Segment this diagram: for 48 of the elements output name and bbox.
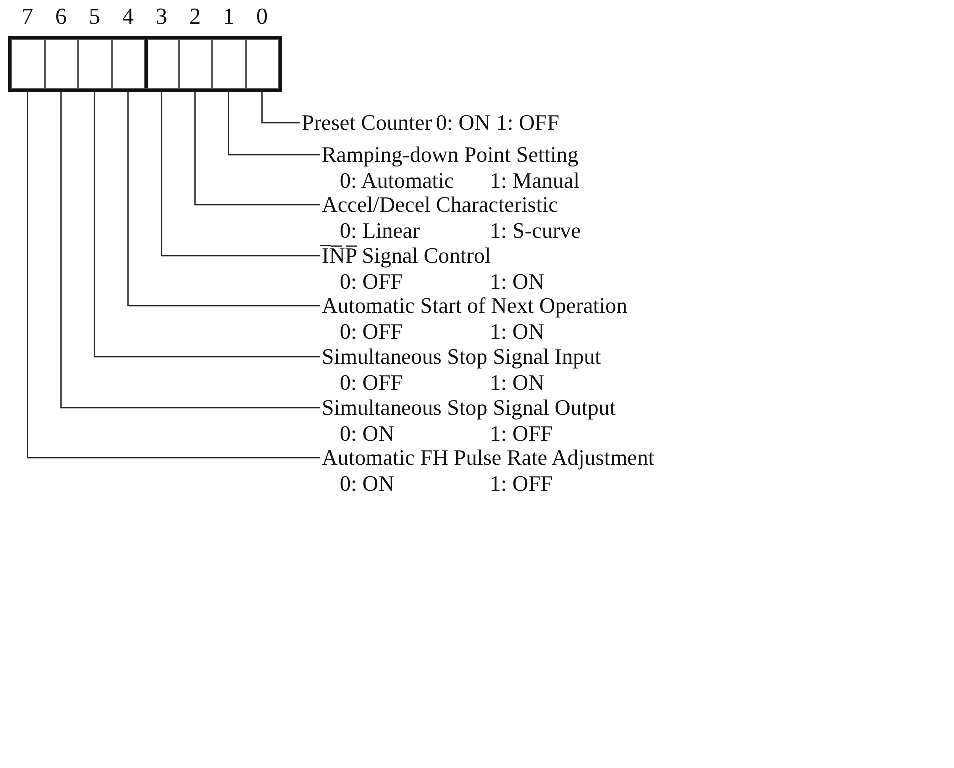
field-name: Automatic FH Pulse Rate Adjustment: [322, 445, 654, 470]
register-bit-cell: [112, 39, 145, 89]
register-bit-cell: [145, 39, 178, 89]
value-option: 1: ON: [490, 319, 544, 345]
bit-number: 2: [188, 4, 202, 30]
bit-number: 6: [54, 4, 68, 30]
value-option: 1: Manual: [490, 168, 580, 194]
field-name: Simultaneous Stop Signal Output: [322, 395, 616, 420]
leader-line: [60, 92, 320, 409]
register-bit-cell: [246, 39, 279, 89]
leader-line: [228, 92, 320, 156]
bit-number: 0: [256, 4, 269, 30]
value-option: 0: ON: [340, 421, 490, 447]
bit-number: 3: [155, 4, 168, 30]
value-option: 1: OFF: [490, 421, 553, 447]
register-bit-cell: [178, 39, 212, 89]
field-name: Automatic Start of Next Operation: [322, 293, 628, 318]
value-option: 1: ON: [490, 269, 544, 295]
register-bit-cell: [11, 39, 44, 89]
value-option: 0: ON: [340, 471, 490, 497]
leader-line: [128, 92, 320, 307]
field-name: Preset Counter: [302, 110, 432, 135]
bit-number: 7: [21, 4, 34, 30]
field-name: Accel/Decel Characteristic: [322, 192, 558, 217]
field-name: I̅N̅P̅ Signal Control: [322, 243, 492, 268]
field-name: Simultaneous Stop Signal Input: [322, 344, 602, 369]
value-option: 0: Automatic: [340, 168, 490, 194]
value-option: 1: ON: [490, 370, 544, 396]
value-option: 0: ON: [436, 110, 491, 135]
leader-line: [161, 92, 320, 257]
value-option: 0: OFF: [340, 370, 490, 396]
value-option: 1: OFF: [490, 471, 553, 497]
bit-number: 4: [122, 4, 135, 30]
value-option: 0: Linear: [340, 218, 490, 244]
leader-line: [94, 92, 320, 358]
value-option: 0: OFF: [340, 319, 490, 345]
value-option: 1: OFF: [496, 110, 560, 135]
leader-line: [262, 92, 300, 124]
register-bit-cell: [212, 39, 246, 89]
leader-line: [194, 92, 320, 206]
bit-number: 5: [88, 4, 102, 30]
value-option: 1: S-curve: [490, 218, 582, 244]
register-bit-cell: [78, 39, 112, 89]
leader-line: [27, 92, 320, 459]
bit-number: 1: [222, 4, 236, 30]
register-bit-cell: [44, 39, 78, 89]
value-option: 0: OFF: [340, 269, 490, 295]
field-name: Ramping-down Point Setting: [322, 142, 579, 167]
